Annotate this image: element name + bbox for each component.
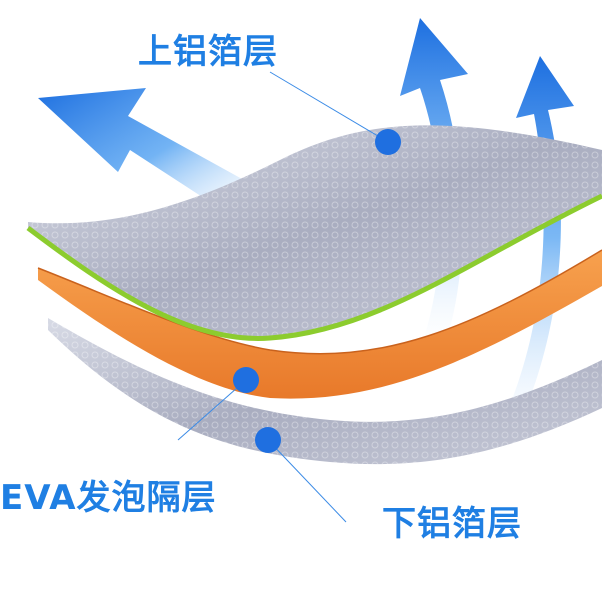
callout-line-top [270,72,388,142]
top-foil-label: 上铝箔层 [138,24,278,73]
eva-foam-label: EVA发泡隔层 [0,470,217,519]
callout-dot-icon [255,427,281,453]
bottom-foil-label: 下铝箔层 [382,496,522,545]
callout-dot-icon [233,367,259,393]
callout-dot-icon [375,129,401,155]
